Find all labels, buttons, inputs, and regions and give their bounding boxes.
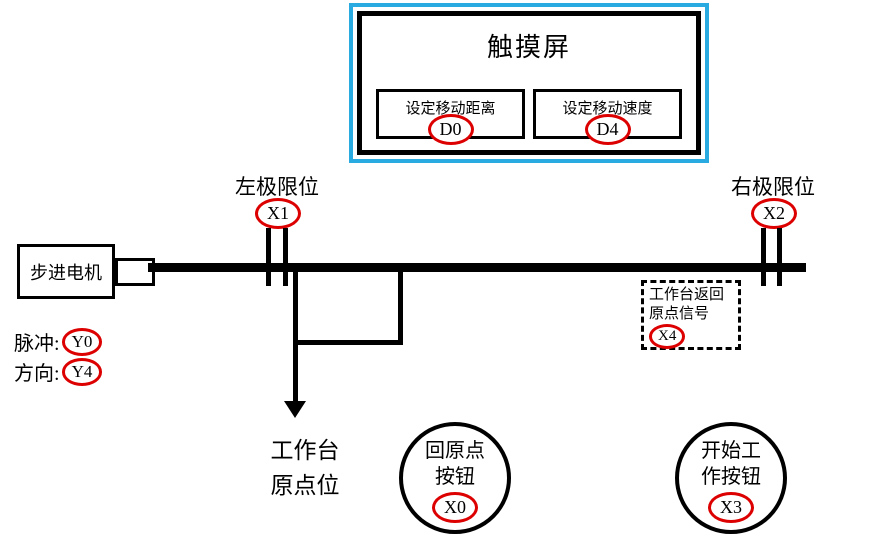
return-origin-sensor-label: 工作台返回原点信号 <box>649 287 725 322</box>
right-limit-tick-2 <box>777 228 782 286</box>
left-limit-tick-2 <box>283 228 288 286</box>
origin-arrow-stem <box>293 345 298 403</box>
origin-arrow-head <box>284 401 306 418</box>
start-button-line1: 开始工 <box>701 440 761 462</box>
left-limit-label: 左极限位 <box>235 175 319 199</box>
return-origin-sensor-box: 工作台返回原点信号 X4 <box>641 280 741 350</box>
tag-d0: D0 <box>427 114 474 145</box>
touch-panel-fields: 设定移动距离 D0 设定移动速度 D4 <box>362 89 696 145</box>
home-button-line1: 回原点 <box>425 440 485 462</box>
motor-shaft <box>115 258 155 286</box>
home-button[interactable]: 回原点 按钮 X0 <box>399 422 511 534</box>
tag-x4: X4 <box>649 324 686 349</box>
move-distance-field[interactable]: 设定移动距离 D0 <box>376 89 525 145</box>
touch-panel-title: 触摸屏 <box>486 33 571 62</box>
right-limit-tick-1 <box>761 228 766 286</box>
workbench-origin-line2: 原点位 <box>270 473 340 498</box>
pulse-label: 脉冲: <box>14 333 60 355</box>
tag-y4: Y4 <box>61 357 103 386</box>
workbench-origin-label: 工作台 原点位 <box>250 433 360 503</box>
tag-x1: X1 <box>255 198 301 229</box>
direction-signal-row: 方向: Y4 <box>14 357 103 386</box>
rail-line <box>148 263 806 272</box>
tag-x3: X3 <box>708 492 754 523</box>
workbench-origin-line1: 工作台 <box>270 438 340 463</box>
home-button-line2: 按钮 <box>435 466 475 488</box>
direction-label: 方向: <box>14 363 60 385</box>
move-distance-label: 设定移动距离 <box>405 101 496 117</box>
tag-x2: X2 <box>751 198 797 229</box>
right-limit-label: 右极限位 <box>731 175 815 199</box>
start-work-button[interactable]: 开始工 作按钮 X3 <box>675 422 787 534</box>
tag-x0: X0 <box>432 492 478 523</box>
left-limit-tick-1 <box>266 228 271 286</box>
start-button-line2: 作按钮 <box>701 466 761 488</box>
touch-panel-outer-frame: 触摸屏 设定移动距离 D0 设定移动速度 D4 <box>349 3 709 163</box>
touch-panel: 触摸屏 设定移动距离 D0 设定移动速度 D4 <box>357 11 701 155</box>
move-speed-field[interactable]: 设定移动速度 D4 <box>533 89 682 145</box>
stepper-motor-label: 步进电机 <box>30 262 102 283</box>
move-speed-label: 设定移动速度 <box>562 101 653 117</box>
tag-y0: Y0 <box>61 327 103 356</box>
tag-d4: D4 <box>584 114 631 145</box>
stepper-motor-box: 步进电机 <box>17 244 115 299</box>
workbench-shape <box>293 268 403 345</box>
pulse-signal-row: 脉冲: Y0 <box>14 327 103 356</box>
